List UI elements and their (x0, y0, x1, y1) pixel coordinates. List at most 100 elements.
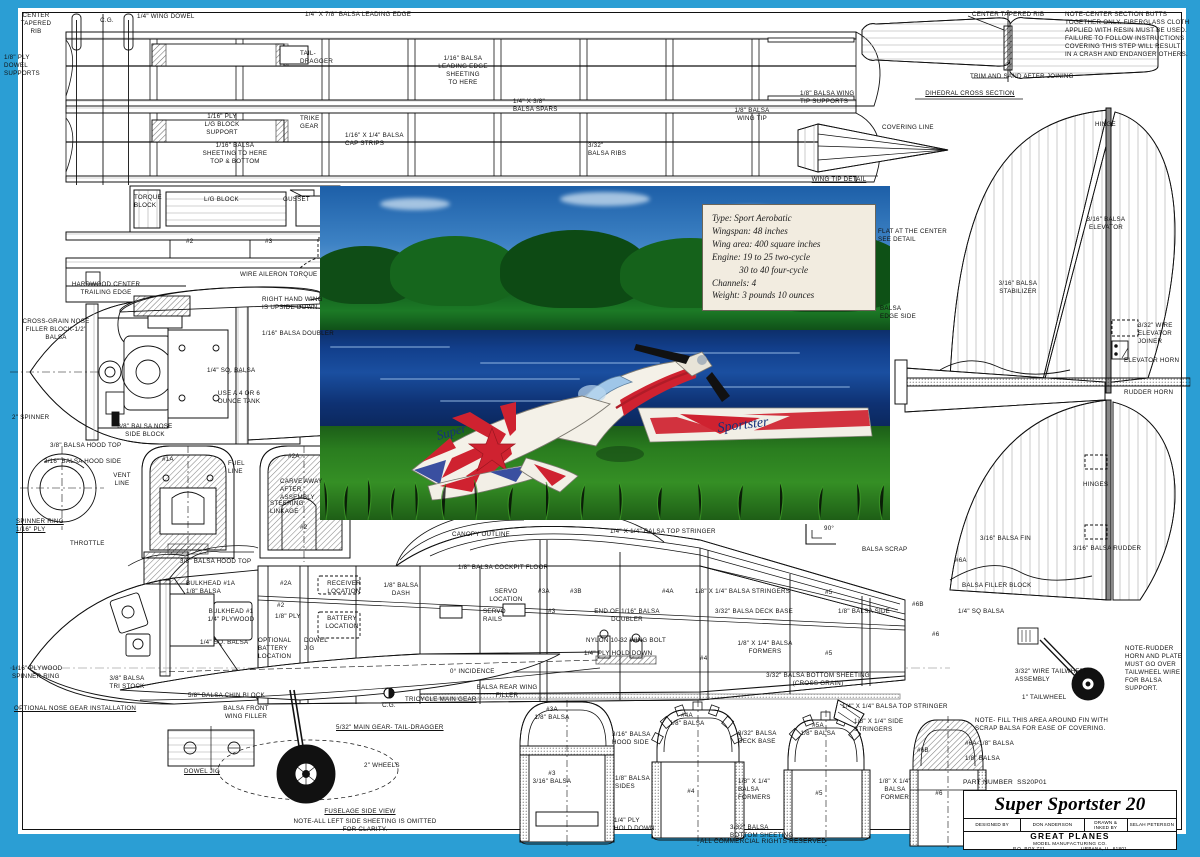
label-balsa-6b: 1/8" BALSA (965, 755, 1000, 762)
label-trim-and-sand: TRIM AND SAND AFTER JOINING (970, 73, 1074, 80)
label-former-4a: #4A (662, 588, 674, 595)
label-leading-edge: 1/4" X 7/8" BALSA LEADING EDGE (305, 11, 412, 18)
label-use-tank: USE A 4 OR 6 OUNCE TANK (217, 390, 261, 405)
label-rib-3: #3 (265, 238, 273, 245)
label-balsa-stabilizer: 3/16" BALSA STABILIZER (998, 280, 1038, 295)
company-address: P.O. BOX 721 URBANA, IL. 61801 (1013, 846, 1127, 851)
label-balsa-rear-wing-filler: BALSA REAR WING FILLER (476, 684, 538, 699)
model-name-text: Super Sportster 20 (994, 793, 1146, 815)
label-spinner-ring: SPINNER RING 1/16" PLY (16, 518, 64, 533)
spec-line: Wing area: 400 square inches (712, 238, 821, 249)
label-top-stringer-bot: 1/4" X 1/4" BALSA TOP STRINGER (842, 703, 948, 710)
label-former-6b-bot: #6B (917, 747, 929, 754)
label-balsa-spars: 1/4" X 3/8" BALSA SPARS (513, 98, 558, 113)
rights-notice: ALL COMMERCIAL RIGHTS RESERVED (700, 838, 827, 845)
label-tailwheel: 1" TAILWHEEL (1022, 694, 1067, 701)
label-former-5-bot: #5 (815, 790, 823, 797)
label-trike-gear-wing: TRIKE GEAR (300, 115, 320, 130)
label-former-2a: #2A (288, 453, 300, 460)
label-optional-nose-gear: OPTIONAL NOSE GEAR INSTALLATION (14, 705, 137, 712)
label-balsa-side-fus: 1/8" BALSA SIDE (838, 608, 891, 615)
wing-text-sportster: Sportster (717, 415, 770, 436)
label-flat-at-center-detail: FLAT AT THE CENTER SEE DETAIL (878, 228, 947, 243)
label-balsa-sheeting-here: 1/16" BALSA SHEETING TO HERE TOP & BOTTO… (202, 142, 268, 165)
label-former-6a-tail: #6A (955, 557, 967, 564)
label-battery-location: BATTERY LOCATION (325, 615, 359, 630)
label-former-3a-bot: #3A 1/8" BALSA (534, 706, 570, 721)
label-sq-balsa-side: 1/4" SQ. BALSA (200, 639, 249, 646)
label-receiver-location: RECEIVER LOCATION (327, 580, 361, 595)
cloud-icon (560, 192, 650, 206)
label-former-2a-side: #2A (280, 580, 292, 587)
label-former-6-bot: #6 (935, 790, 943, 797)
label-main-gear-tail-dragger: 5/32" MAIN GEAR- TAIL-DRAGGER (336, 724, 444, 731)
label-plywood-spinner-ring: 1/16" PLYWOOD SPINNER RING (12, 665, 63, 680)
spec-line: Type: Sport Aerobatic (712, 213, 792, 223)
spec-line: Engine: 19 to 25 two-cycle (712, 251, 810, 262)
label-former-4-fus: #4 (700, 655, 708, 662)
label-vent-line: VENT LINE (113, 472, 131, 487)
label-former-1a: #1A (162, 456, 174, 463)
label-balsa-elevator: 3/16" BALSA ELEVATOR (1086, 216, 1126, 231)
label-balsa-rudder: 3/16" BALSA RUDDER (1073, 545, 1142, 552)
label-balsa-filler-block: BALSA FILLER BLOCK (962, 582, 1032, 589)
label-former-3: #3 (548, 608, 556, 615)
label-ply-hold-down: 1/4" PLY HOLD DOWN (584, 650, 653, 657)
title-block: Super Sportster 20 DESIGNED BY DON ANDER… (963, 790, 1177, 851)
label-fuel-line: FUEL LINE (228, 460, 245, 475)
title-block-credits-row: DESIGNED BY DON ANDERSON DRAWN & INKED B… (964, 819, 1176, 832)
label-servo-location: SERVO LOCATION (489, 588, 523, 603)
label-deck-base-bot: 3/32" BALSA DECK BASE (738, 730, 777, 745)
label-steering-linkage: STEERING LINKAGE (270, 500, 304, 515)
label-balsa-deck-base: 3/32" BALSA DECK BASE (715, 608, 793, 615)
label-dihedral-cross-section: DIHEDRAL CROSS SECTION (925, 90, 1015, 97)
label-former-5a-bot: #5A 1/8" BALSA (800, 722, 836, 737)
label-balsa-stringers: 1/8" X 1/4" BALSA STRINGERS (695, 588, 791, 595)
label-balsa-formers-bot: 1/8" X 1/4" BALSA FORMERS (738, 778, 771, 801)
label-former-2-side: #2 (277, 602, 285, 609)
spec-line: Wingspan: 48 inches (712, 225, 788, 236)
label-balsa-sides-bot: 1/8" BALSA SIDES (615, 775, 650, 790)
label-former-6b-tail: #6B (912, 601, 924, 608)
label-center-tapered-rib: CENTER TAPERED RIB (20, 12, 52, 35)
label-canopy-outline: CANOPY OUTLINE (452, 531, 511, 538)
label-covering-line: COVERING LINE (882, 124, 934, 131)
label-wire-tailwheel-assembly: 3/32" WIRE TAILWHEEL ASSEMBLY (1015, 668, 1088, 683)
label-ply-2: 1/8" PLY (275, 613, 301, 620)
model-airplane-illustration: Super Sportster (411, 344, 873, 501)
label-former-3b: #3B (570, 588, 582, 595)
label-former-6a-bot: #6A-1/8" BALSA (965, 740, 1015, 747)
label-ply-dowel-supports: 1/8" PLY DOWEL SUPPORTS (4, 54, 40, 77)
cloud-icon (380, 198, 450, 210)
label-balsa-hood-top: 3/8" BALSA HOOD TOP (50, 442, 122, 449)
title-block-company: GREAT PLANES MODEL MANUFACTURING CO. P.O… (964, 830, 1176, 851)
label-note-left-side-sheeting: NOTE-ALL LEFT SIDE SHEETING IS OMITTED F… (293, 818, 437, 833)
city-state-zip: URBANA, IL. 61801 (1081, 845, 1128, 851)
label-torque-block: TORQUE BLOCK (134, 194, 162, 209)
company-name: GREAT PLANES (1030, 830, 1110, 841)
label-side-stringers-bot: 1/8" X 1/4" SIDE STRINGERS (854, 718, 904, 733)
label-cg-mark: C.G. (100, 17, 114, 24)
label-balsa-front-wing-filler: BALSA FRONT WING FILLER (223, 705, 269, 720)
drawn-by-label: DRAWN & INKED BY (1085, 819, 1128, 831)
label-former-4-bot: #4 (687, 788, 695, 795)
company-sub: MODEL MANUFACTURING CO. (1033, 840, 1107, 846)
label-end-of-doubler: END OF 1/16" BALSA DOUBLER (594, 608, 660, 623)
spec-line: Weight: 3 pounds 10 ounces (712, 290, 815, 301)
label-former-5-fus: #5 (825, 650, 833, 657)
label-balsa-top-stringer: 1/4" X 1/4" BALSA TOP STRINGER (610, 528, 716, 535)
label-balsa-nose-side-block: 3/8" BALSA NOSE SIDE BLOCK (117, 423, 173, 438)
label-balsa-former-6: 1/8" X 1/4" BALSA FORMER (879, 778, 911, 801)
label-balsa-tri-stock: 3/8" BALSA TRI STOCK (109, 675, 145, 690)
label-cross-grain-nose-filler: CROSS-GRAIN NOSE FILLER BLOCK-1/2" BALSA (22, 318, 90, 341)
label-note-fill-fin: NOTE- FILL THIS AREA AROUND FIN WITH SCR… (975, 717, 1109, 732)
label-wing-tip-detail: WING TIP DETAIL (811, 176, 867, 183)
designed-by-label: DESIGNED BY (964, 819, 1022, 831)
label-rib-2: #2 (186, 238, 194, 245)
label-balsa-doubler-wing: 1/16" BALSA DOUBLER (262, 330, 334, 337)
label-wheels-2in: 2" WHEELS (364, 762, 400, 769)
label-bulkhead-1a: BULKHEAD #1A 1/8" BALSA (186, 580, 236, 595)
label-gusset: GUSSET (283, 196, 310, 203)
label-elevator-horn: ELEVATOR HORN (1124, 357, 1180, 364)
